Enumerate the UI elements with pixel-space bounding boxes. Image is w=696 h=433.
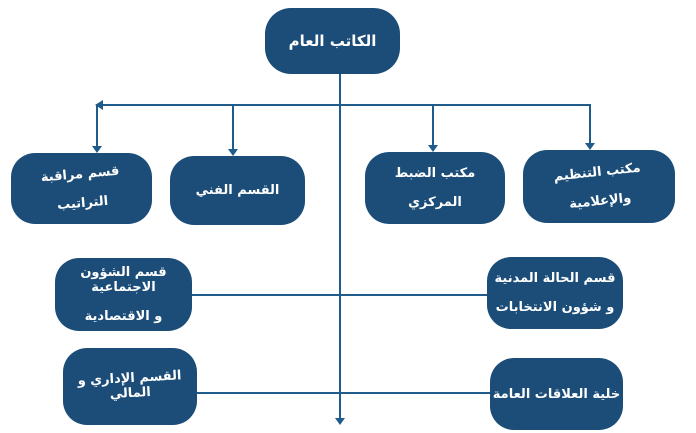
arrow-down-icon — [92, 146, 102, 153]
connector-drop-4 — [589, 104, 591, 143]
connector-row3-horizontal — [192, 294, 487, 296]
arrow-down-icon — [585, 143, 595, 150]
node-public-relations-cell: خلية العلاقات العامة — [490, 358, 623, 430]
node-label-line: المركزي — [408, 195, 462, 210]
node-label-line: مكتب التنظيم — [553, 160, 642, 185]
node-label: القسم الإداري و المالي — [77, 368, 182, 404]
arrow-left-icon — [95, 100, 103, 110]
node-label-line: و الاقتصادية — [84, 309, 163, 324]
node-civil-status-elections: قسم الحالة المدنية و شؤون الانتخابات — [487, 257, 623, 329]
node-central-registry-office: مكتب الضبط المركزي — [365, 152, 505, 224]
connector-drop-2 — [232, 104, 234, 149]
connector-drop-1 — [96, 104, 98, 146]
connector-top-horizontal — [97, 104, 590, 106]
connector-drop-3 — [432, 104, 434, 145]
node-secretary-general: الكاتب العام — [265, 8, 400, 74]
node-label-line: خلية العلاقات العامة — [492, 386, 621, 402]
node-organization-informatics: مكتب التنظيم والإعلامية — [523, 150, 675, 223]
node-label-line: قسم الشؤون الاجتماعية — [80, 265, 167, 295]
node-label: الكاتب العام — [289, 32, 377, 50]
node-label: قسم الحالة المدنية و شؤون الانتخابات — [495, 271, 616, 315]
node-label: قسم مراقبة التراتيب — [40, 163, 122, 214]
node-label: القسم الفني — [196, 183, 280, 198]
arrow-down-icon — [335, 418, 345, 425]
node-label: مكتب الضبط المركزي — [395, 166, 476, 210]
node-label-line: القسم الفني — [195, 183, 280, 198]
node-technical-department: القسم الفني — [170, 156, 305, 225]
node-label: مكتب التنظيم والإعلامية — [553, 160, 644, 213]
node-label-line: قسم مراقبة — [40, 163, 121, 185]
arrow-down-icon — [428, 145, 438, 152]
connector-row4-horizontal — [197, 392, 490, 394]
node-label: قسم الشؤون الاجتماعية و الاقتصادية — [55, 265, 192, 324]
node-label-line: قسم الحالة المدنية — [494, 271, 616, 286]
node-label-line: مكتب الضبط — [394, 166, 476, 181]
node-social-economic-affairs: قسم الشؤون الاجتماعية و الاقتصادية — [55, 258, 192, 331]
connector-center-spine — [339, 74, 341, 418]
node-label-line: والإعلامية — [568, 190, 633, 212]
node-label-line: و شؤون الانتخابات — [495, 300, 615, 315]
node-label-line: التراتيب — [56, 193, 109, 213]
node-admin-financial-department: القسم الإداري و المالي — [63, 348, 197, 425]
node-label: خلية العلاقات العامة — [493, 387, 620, 402]
node-regulations-monitoring: قسم مراقبة التراتيب — [11, 153, 152, 224]
node-label-line: المالي — [109, 384, 152, 402]
arrow-down-icon — [228, 149, 238, 156]
node-label-line: الكاتب العام — [288, 32, 377, 50]
